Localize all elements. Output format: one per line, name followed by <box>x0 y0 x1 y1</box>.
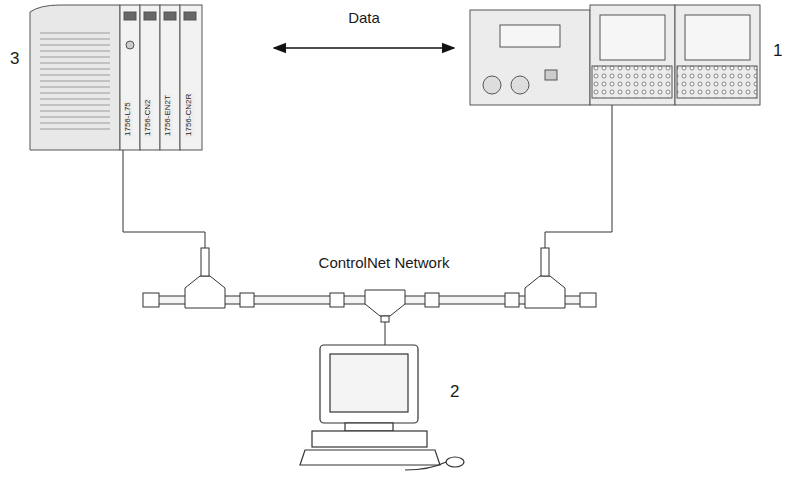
computer <box>300 345 464 470</box>
module-label: 1756-CN2R <box>185 93 194 137</box>
network-label: ControlNet Network <box>319 254 450 271</box>
device-node: 2 <box>305 340 475 475</box>
callout-number: 1 <box>773 42 782 59</box>
edge-label: Data <box>345 9 383 26</box>
drop-cable <box>123 105 612 345</box>
callout-number: 3 <box>10 50 19 67</box>
io-adapter <box>470 5 760 105</box>
controlnet-trunk <box>143 248 596 322</box>
module-label: 1756-EN2T <box>164 94 173 137</box>
controllogix-chassis <box>30 5 202 150</box>
callout-number: 2 <box>450 383 459 400</box>
device-node: 1 <box>458 5 788 110</box>
module-label: 1756-L75 <box>124 101 133 137</box>
data-arrow <box>274 47 454 49</box>
device-node: 3 <box>5 5 270 155</box>
module-label: 1756-CN2 <box>144 99 153 137</box>
